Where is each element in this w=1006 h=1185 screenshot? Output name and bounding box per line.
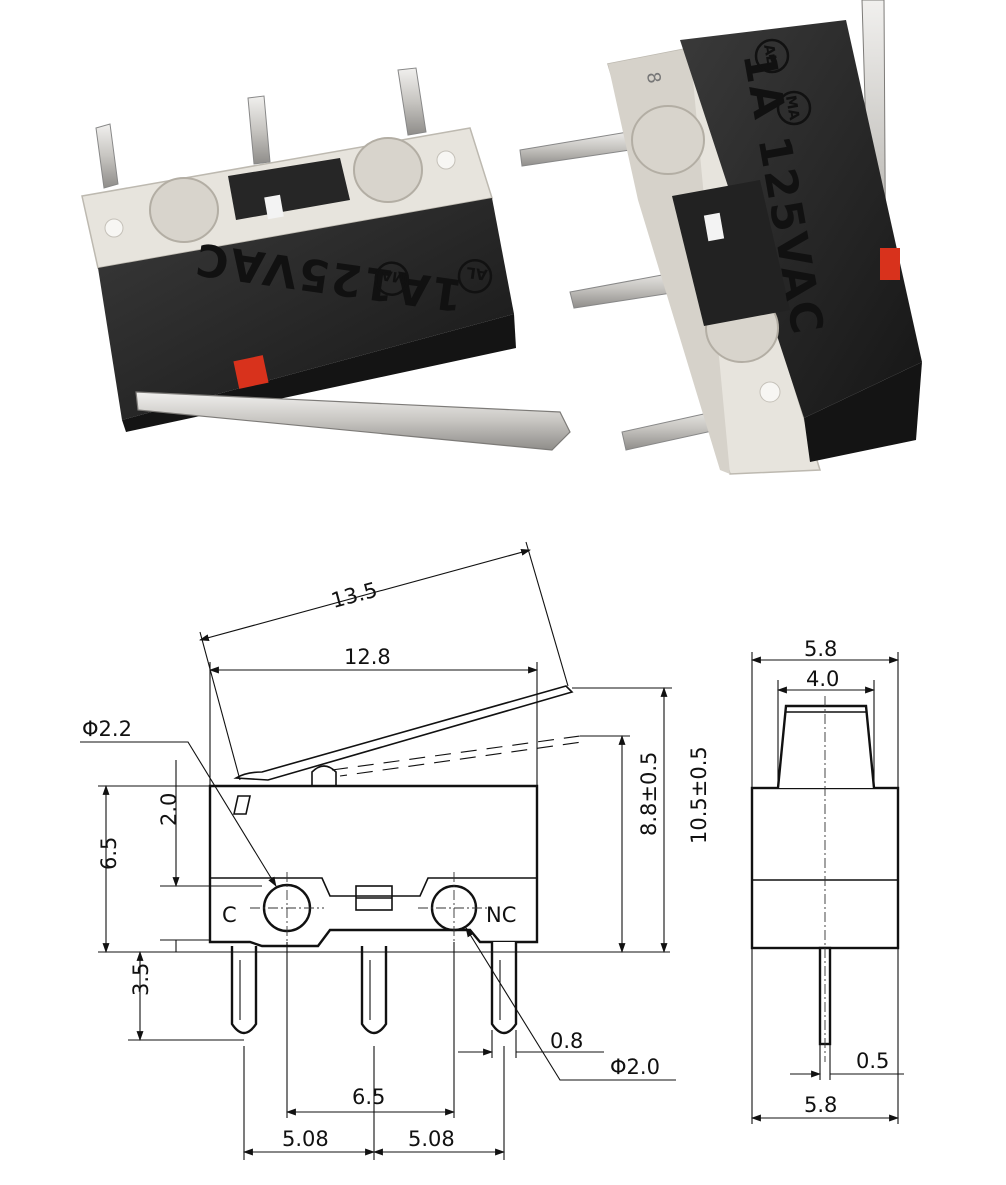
label-normally-closed-terminal: NC — [486, 903, 516, 927]
dim-pin-width: 0.8 — [550, 1029, 583, 1053]
right-cert-mark-2: MA — [782, 94, 802, 121]
dim-pin-pitch-left: 5.08 — [282, 1127, 329, 1151]
dim-plunger-width: 4.0 — [806, 667, 839, 691]
left-switch: 1A125VAC AL MA — [81, 67, 571, 451]
dim-lever-length: 13.5 — [329, 578, 380, 613]
product-photo: 1A125VAC AL MA 8 1A 125V — [81, 0, 922, 475]
dim-pin-pitch-right: 5.08 — [408, 1127, 455, 1151]
dimension-drawing: C NC 13.5 12.8 Φ2.2 6.5 2.0 3.5 8.8± — [80, 541, 904, 1160]
left-cert-mark-1: AL — [465, 263, 489, 284]
dim-hole-height: 2.0 — [157, 793, 181, 826]
dim-hole-spacing: 6.5 — [352, 1085, 385, 1109]
dim-mount-hole-diameter: Φ2.2 — [82, 717, 132, 741]
dim-pin-hole-diameter: Φ2.0 — [610, 1055, 660, 1079]
dim-base-width: 5.8 — [804, 1093, 837, 1117]
dim-total-width: 5.8 — [804, 637, 837, 661]
right-number-marking: 8 — [642, 70, 665, 85]
side-plunger-outline — [776, 704, 876, 789]
side-view: 5.8 4.0 0.5 5.8 — [750, 637, 904, 1124]
dim-pin-length: 3.5 — [129, 963, 153, 996]
right-switch: 8 1A 125VAC AL MA — [519, 0, 922, 475]
dim-body-length: 12.8 — [344, 645, 391, 669]
dim-free-height: 10.5±0.5 — [687, 746, 711, 844]
dim-pin-thickness: 0.5 — [856, 1049, 889, 1073]
label-common-terminal: C — [222, 903, 237, 927]
left-cert-mark-2: MA — [380, 266, 407, 285]
front-view: C NC 13.5 12.8 Φ2.2 6.5 2.0 3.5 8.8± — [80, 541, 711, 1160]
dim-body-height: 6.5 — [97, 837, 121, 870]
dim-actuated-height: 8.8±0.5 — [637, 752, 661, 836]
right-cert-mark-1: AL — [760, 43, 779, 65]
